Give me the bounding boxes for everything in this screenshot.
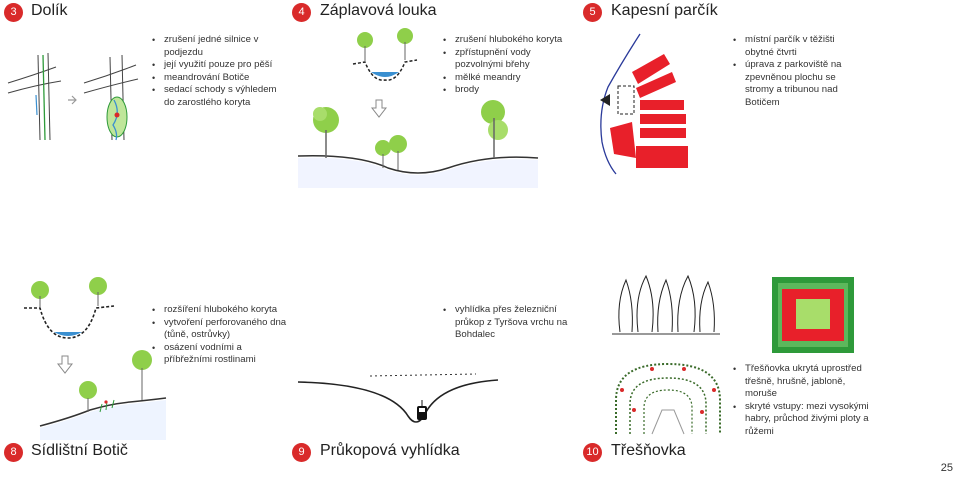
section-10-bullets: Třešňovka ukrytá uprostřed třešně, hrušn… [733, 363, 873, 439]
cherry-garden-plan [772, 277, 854, 353]
section-10-title: Třešňovka [611, 442, 686, 459]
pocket-park-plan [600, 33, 688, 175]
bullet-item: vytvoření perforovaného dna (tůně, ostrů… [152, 317, 287, 342]
section-3-badge: 3 [4, 3, 23, 22]
bullet-item: meandrování Botiče [152, 72, 277, 85]
section-9-badge: 9 [292, 443, 311, 462]
section-5-title: Kapesní parčík [611, 2, 718, 19]
dolik-sketch [7, 52, 139, 141]
arrow-icon [68, 95, 77, 105]
bullet-item: její využití pouze pro pěší [152, 59, 277, 72]
road-after-sketch [83, 54, 139, 141]
section-8-bullets: rozšíření hlubokého koryta vytvoření per… [152, 304, 287, 367]
section-4-badge: 4 [292, 3, 311, 22]
arrow-left-icon [600, 94, 610, 106]
section-5-bullets: místní parčík v těžišti obytné čtvrti úp… [733, 34, 861, 110]
bullet-item: zrušení jedné silnice v podjezdu [152, 34, 277, 59]
train-icon [417, 400, 427, 420]
bullet-item: sedací schody s výhledem do zarostlého k… [152, 84, 277, 109]
section-10-badge: 10 [583, 443, 602, 462]
bullet-item: osázení vodními a příbřežními rostlinami [152, 342, 287, 367]
bullet-item: mělké meandry [443, 72, 573, 85]
bullet-item: skryté vstupy: mezi vysokými habry, průc… [733, 401, 873, 439]
floodplain-before-sketch [352, 28, 418, 81]
section-9-bullets: vyhlídka přes železniční průkop z Tyršov… [443, 304, 578, 342]
sidliste-after-sketch [39, 350, 167, 440]
section-5-badge: 5 [583, 3, 602, 22]
bullet-item: úprava z parkoviště na zpevněnou plochu … [733, 59, 861, 109]
bullet-item: zrušení hlubokého koryta [443, 34, 573, 47]
hornbeam-alley-sketch [612, 274, 720, 335]
arrow-down-icon [56, 355, 74, 374]
section-4-title: Záplavová louka [320, 2, 437, 19]
page-number: 25 [940, 462, 953, 474]
bullet-item: místní parčík v těžišti obytné čtvrti [733, 34, 861, 59]
bullet-item: Třešňovka ukrytá uprostřed třešně, hrušn… [733, 363, 873, 401]
road-before-sketch [7, 52, 62, 141]
floodplain-after-sketch [297, 100, 539, 188]
section-8-title: Sídlištní Botič [31, 442, 128, 459]
bullet-item: vyhlídka přes železniční průkop z Tyršov… [443, 304, 578, 342]
railway-cut-sketch [297, 373, 499, 423]
section-4-bullets: zrušení hlubokého koryta zpřístupnění vo… [443, 34, 573, 97]
section-8-badge: 8 [4, 443, 23, 462]
sidliste-before-sketch [24, 277, 115, 339]
bullet-item: rozšíření hlubokého koryta [152, 304, 287, 317]
arrow-down-icon [370, 99, 388, 118]
section-9-title: Průkopová vyhlídka [320, 442, 460, 459]
bullet-item: brody [443, 84, 573, 97]
section-3-title: Dolík [31, 2, 68, 19]
rose-arch-sketch [615, 362, 721, 435]
bullet-item: zpřístupnění vody pozvolnými břehy [443, 47, 573, 72]
section-3-bullets: zrušení jedné silnice v podjezdu její vy… [152, 34, 277, 110]
view-line [369, 373, 477, 377]
